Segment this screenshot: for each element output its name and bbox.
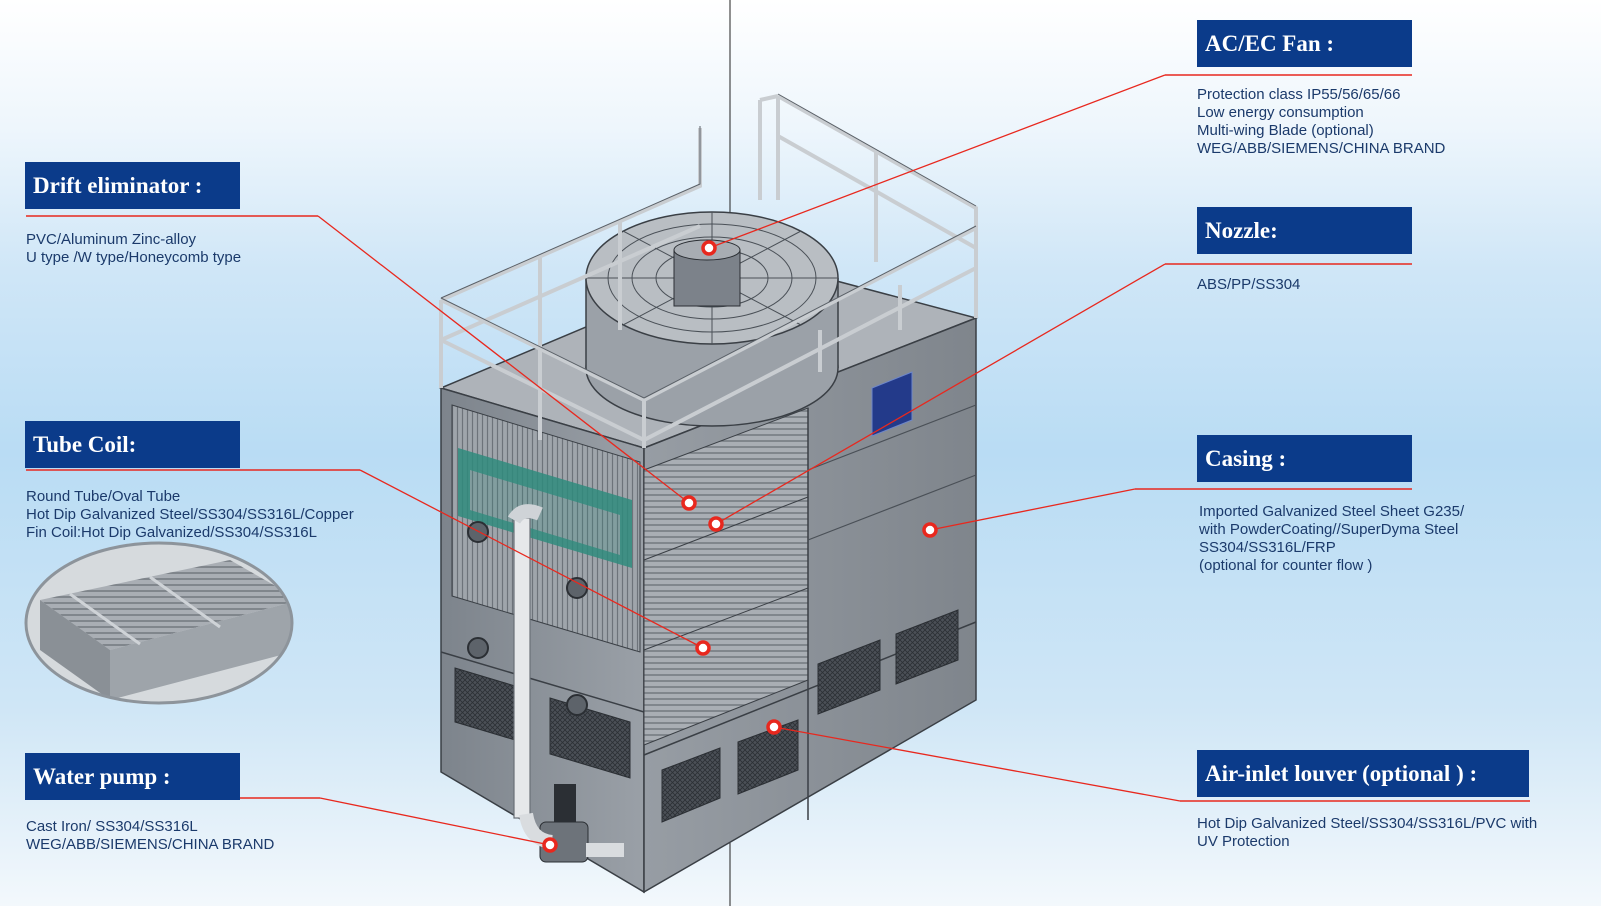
pump-motor <box>554 784 576 830</box>
desc-line: PVC/Aluminum Zinc-alloy <box>26 231 197 248</box>
marker-fan <box>701 240 717 256</box>
fan-desc: Protection class IP55/56/65/66 Low energ… <box>1197 86 1445 158</box>
riser-pipe <box>513 517 531 819</box>
marker-casing <box>922 522 938 538</box>
fan-tag: AC/EC Fan : <box>1197 20 1412 67</box>
marker-drift <box>681 495 697 511</box>
desc-line: UV Protection <box>1197 833 1290 850</box>
handrail-outline <box>440 93 977 399</box>
handrail <box>439 94 978 448</box>
front-louver-2 <box>549 697 631 779</box>
desc-line: Cast Iron/ SS304/SS316L <box>26 818 198 835</box>
desc-line: WEG/ABB/SIEMENS/CHINA BRAND <box>1197 140 1446 157</box>
side-louver-3 <box>817 639 881 715</box>
desc-line: Round Tube/Oval Tube <box>26 488 181 505</box>
nozzle-tag: Nozzle: <box>1197 207 1412 254</box>
air-inlet-louver-tag: Air-inlet louver (optional ) : <box>1197 750 1529 797</box>
nozzle-desc: ABS/PP/SS304 <box>1197 276 1300 294</box>
cooling-tower <box>438 93 979 894</box>
desc-line: Fin Coil:Hot Dip Galvanized/SS304/SS316L <box>26 524 317 541</box>
water-pump-tag: Water pump : <box>25 753 240 800</box>
tube-coil-tag: Tube Coil: <box>25 421 240 468</box>
marker-nozzle <box>708 516 724 532</box>
side-louver-1 <box>661 747 721 823</box>
side-louver-4 <box>895 609 959 685</box>
desc-line: Hot Dip Galvanized Steel/SS304/SS316L/PV… <box>1197 815 1538 832</box>
desc-line: Low energy consumption <box>1197 104 1364 121</box>
desc-line: Multi-wing Blade (optional) <box>1197 122 1374 139</box>
desc-line: SS304/SS316L/FRP <box>1199 539 1336 556</box>
desc-line: ABS/PP/SS304 <box>1197 276 1301 293</box>
desc-line: U type /W type/Honeycomb type <box>26 249 242 266</box>
casing-desc: Imported Galvanized Steel Sheet G235/ wi… <box>1199 503 1464 575</box>
leader-lines <box>317 74 1181 846</box>
desc-line: Hot Dip Galvanized Steel/SS304/SS316L/Co… <box>26 506 354 523</box>
air-inlet-louver-desc: Hot Dip Galvanized Steel/SS304/SS316L/PV… <box>1197 815 1537 851</box>
drift-eliminator-desc: PVC/Aluminum Zinc-alloy U type /W type/H… <box>26 231 241 267</box>
drift-eliminator-tag: Drift eliminator : <box>25 162 240 209</box>
marker-louver <box>766 719 782 735</box>
desc-line: (optional for counter flow ) <box>1199 557 1373 574</box>
coil-photo-inset <box>24 541 294 705</box>
desc-line: Protection class IP55/56/65/66 <box>1197 86 1401 103</box>
marker-coil <box>695 640 711 656</box>
marker-pump <box>542 837 558 853</box>
water-pump-desc: Cast Iron/ SS304/SS316L WEG/ABB/SIEMENS/… <box>26 818 274 854</box>
desc-line: with PowderCoating//SuperDyma Steel <box>1199 521 1459 538</box>
casing-tag: Casing : <box>1197 435 1412 482</box>
tube-coil-desc: Round Tube/Oval Tube Hot Dip Galvanized … <box>26 488 354 542</box>
brand-logo <box>871 371 913 437</box>
desc-line: Imported Galvanized Steel Sheet G235/ <box>1199 503 1465 520</box>
desc-line: WEG/ABB/SIEMENS/CHINA BRAND <box>26 836 275 853</box>
